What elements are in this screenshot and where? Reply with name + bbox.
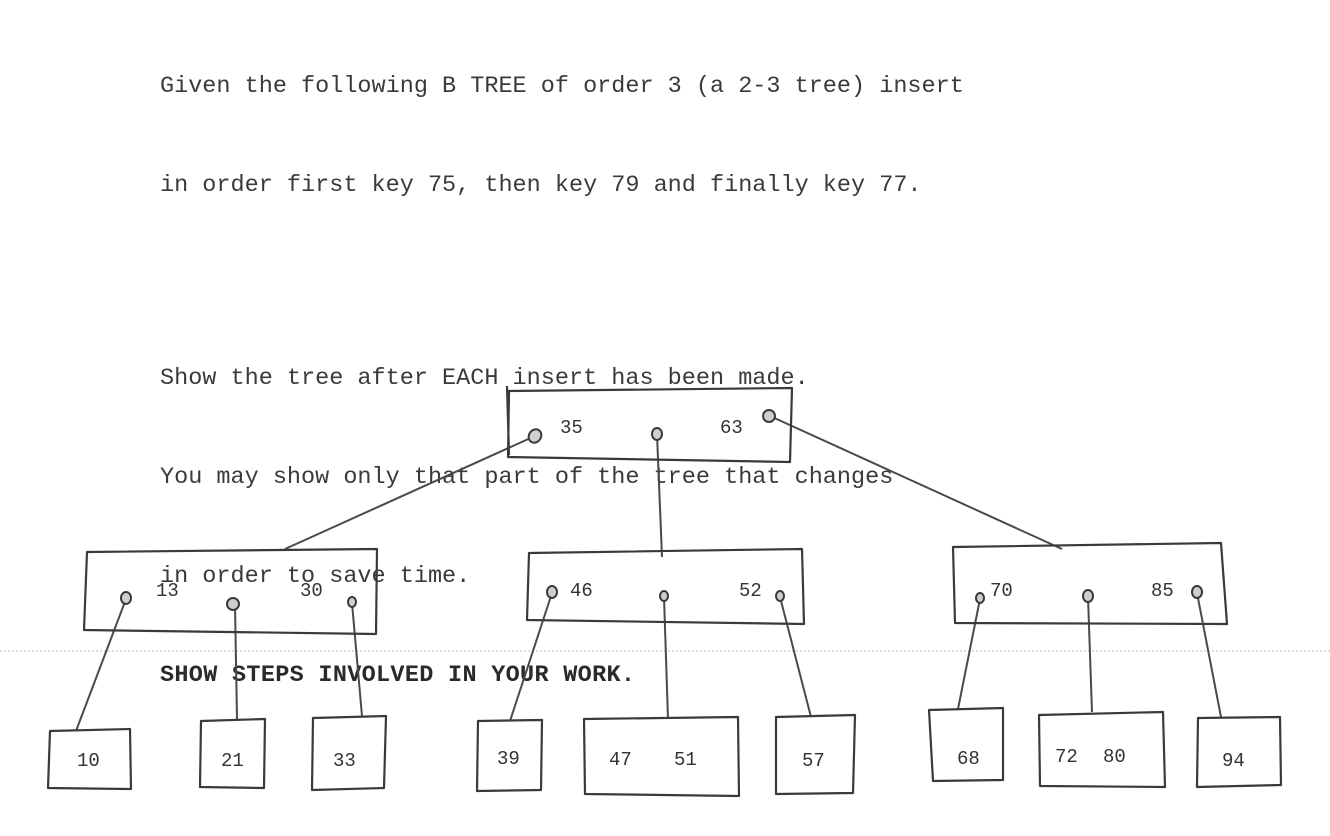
internal-node-46-52: 46 52 (525, 547, 806, 626)
key: 47 (609, 749, 632, 771)
node-box (198, 717, 267, 790)
key: 52 (739, 580, 762, 602)
root-node: 35 63 (505, 385, 794, 464)
edge-46-39 (509, 592, 553, 722)
pointer-dot (546, 585, 558, 599)
internal-node-13-30: 13 30 (82, 547, 379, 636)
node-box (525, 547, 806, 626)
problem-instruction: SHOW STEPS INVOLVED IN YOUR WORK. (160, 662, 636, 689)
leaf-node-68: 68 (927, 706, 1005, 783)
key: 46 (570, 580, 593, 602)
problem-line: Show the tree after EACH insert has been… (160, 365, 809, 392)
leaf-node-47-51: 47 51 (582, 715, 741, 798)
leaf-node-10: 10 (46, 727, 133, 791)
pointer-dot (527, 428, 543, 444)
key: 57 (802, 750, 825, 772)
edge-13-10 (75, 598, 127, 732)
key: 68 (957, 748, 980, 770)
edge-root-middle (656, 433, 663, 558)
edge-70-68 (957, 598, 981, 710)
leaf-node-72-80: 72 80 (1037, 710, 1167, 789)
key: 33 (333, 750, 356, 772)
key: 13 (156, 580, 179, 602)
pointer-dot (1191, 585, 1203, 599)
node-box (46, 727, 133, 791)
internal-node-70-85: 70 85 (951, 541, 1229, 626)
pointer-dot (659, 590, 669, 602)
edge-root-left (284, 435, 536, 550)
leaf-node-39: 39 (475, 718, 544, 793)
key: 63 (720, 417, 743, 439)
key: 80 (1103, 746, 1126, 768)
node-box (1195, 715, 1283, 789)
leaf-node-21: 21 (198, 717, 267, 790)
node-box (82, 547, 379, 636)
key: 72 (1055, 746, 1078, 768)
edge-root-right (769, 415, 1063, 550)
edge-46-4751 (663, 596, 669, 720)
edge-85-94 (1196, 592, 1222, 718)
pointer-dot (226, 597, 240, 611)
root-box (505, 385, 794, 464)
node-box (774, 713, 857, 796)
key: 30 (300, 580, 323, 602)
node-box (582, 715, 741, 798)
edge-70-7280 (1087, 596, 1093, 713)
node-box (927, 706, 1005, 783)
leaf-node-33: 33 (310, 714, 388, 792)
node-box (951, 541, 1229, 626)
key: 85 (1151, 580, 1174, 602)
problem-line: in order first key 75, then key 79 and f… (160, 172, 922, 199)
leaf-node-94: 94 (1195, 715, 1283, 789)
problem-statement: Given the following B TREE of order 3 (a… (160, 0, 1320, 725)
key: 70 (990, 580, 1013, 602)
key: 94 (1222, 750, 1245, 772)
pointer-dot (120, 591, 132, 605)
pointer-dot (975, 592, 985, 604)
node-box (310, 714, 388, 792)
edge-30-33 (351, 602, 363, 717)
pointer-dot (1082, 589, 1094, 603)
key: 10 (77, 750, 100, 772)
key: 21 (221, 750, 244, 772)
problem-line: You may show only that part of the tree … (160, 464, 894, 491)
node-box (475, 718, 544, 793)
edge-52-57 (779, 596, 812, 718)
edge-13-21 (234, 604, 238, 720)
key: 35 (560, 417, 583, 439)
key: 51 (674, 749, 697, 771)
pointer-dot (347, 596, 357, 608)
pointer-dot (762, 409, 776, 423)
problem-line: Given the following B TREE of order 3 (a… (160, 73, 964, 100)
key: 39 (497, 748, 520, 770)
leaf-node-57: 57 (774, 713, 857, 796)
pointer-dot (651, 427, 663, 441)
node-box (1037, 710, 1167, 789)
pointer-dot (775, 590, 785, 602)
